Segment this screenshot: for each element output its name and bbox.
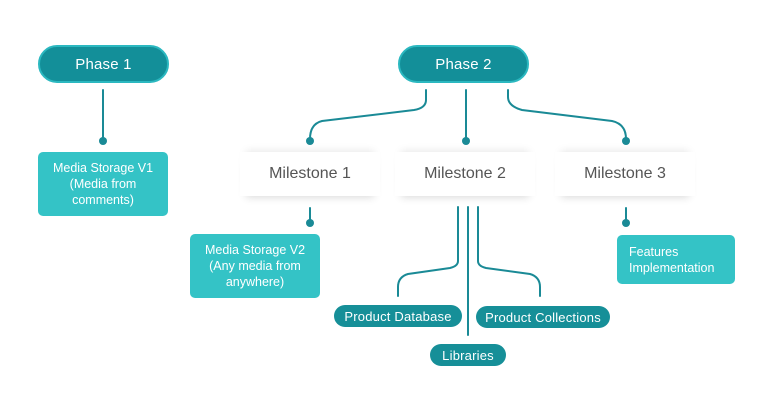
libraries-tag: Libraries [430,344,506,366]
phase-1-card: Media Storage V1 (Media from comments) [38,152,168,216]
connector-dot [306,219,314,227]
milestone-3-label: Milestone 3 [584,165,666,182]
product-database-tag: Product Database [334,305,462,327]
card-line: Implementation [629,260,715,275]
milestone-2-node: Milestone 2 [395,152,535,196]
milestone-1-label: Milestone 1 [269,165,351,182]
connector-milestone2-database [397,206,459,297]
phase-2-node: Phase 2 [398,45,529,83]
milestone-3-card: Features Implementation [617,235,735,284]
card-line: (Media from [69,177,137,191]
product-collections-tag: Product Collections [476,306,610,328]
card-line: Media Storage V1 [52,161,154,175]
phase-1-node: Phase 1 [38,45,169,83]
milestone-1-card: Media Storage V2 (Any media from anywher… [190,234,320,298]
card-line: Media Storage V2 [204,243,306,257]
card-line: (Any media from [209,259,301,273]
milestone-3-node: Milestone 3 [555,152,695,196]
connector-phase2-milestone1 [309,89,427,140]
phase-1-label: Phase 1 [75,55,132,73]
connector-dot [462,137,470,145]
connector-dot [99,137,107,145]
phase-2-label: Phase 2 [435,55,492,73]
connector-milestone2-collections [477,206,541,297]
product-collections-label: Product Collections [485,309,601,325]
connector-dot [622,219,630,227]
libraries-label: Libraries [442,347,494,363]
card-line: comments) [72,193,134,207]
card-line: anywhere) [225,275,285,289]
milestone-2-label: Milestone 2 [424,165,506,182]
milestone-1-node: Milestone 1 [240,152,380,196]
connector-dot [622,137,630,145]
connector-dot [306,137,314,145]
card-line: Features [629,244,679,259]
product-database-label: Product Database [344,308,452,324]
connector-phase2-milestone3 [507,89,627,140]
